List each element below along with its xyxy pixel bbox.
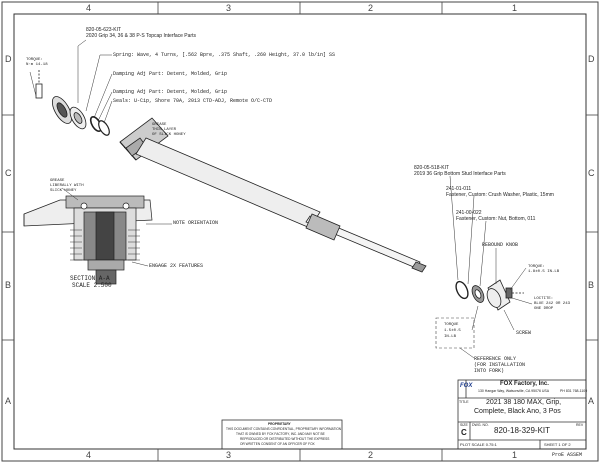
- loctite-label: LOCTITE:: [534, 297, 554, 301]
- proprietary-line-2: THAT IS OWNED BY FOX FACTORY, INC. AND M…: [236, 432, 325, 436]
- zone-col-2-top: 2: [368, 3, 374, 13]
- loctite-spec: BLUE 242 OR 243: [534, 302, 571, 306]
- zone-col-1-top: 1: [512, 3, 518, 13]
- reference-line-1: REFERENCE ONLY: [474, 356, 517, 362]
- dwg-no-label: DWG. NO.: [472, 423, 489, 427]
- washer-desc: Fastener, Custom: Crush Washer, Plastic,…: [446, 192, 554, 198]
- loctite-amount: ONE DROP: [534, 307, 554, 311]
- zone-col-1-bottom: 1: [512, 450, 518, 460]
- zone-col-2-bottom: 2: [368, 450, 374, 460]
- grease-top-1: GREASE: [152, 123, 167, 127]
- zone-col-4-bottom: 4: [86, 450, 92, 460]
- plot-scale: PLOT SCALE 0.75:1: [460, 442, 497, 447]
- grease-left-2: LIBERALLY WITH: [50, 184, 84, 188]
- note-orientation-callout: NOTE ORIENTAION: [173, 220, 219, 226]
- nut-desc: Fastener, Custom: Nut, Bottom, 011: [456, 216, 536, 222]
- bottom-kit-desc: 2019 36 Grip Bottom Stud Interface Parts: [414, 171, 506, 177]
- topcap-kit-number: 820-05-623-KIT: [86, 27, 122, 33]
- bottom-kit-number: 820-05-518-KIT: [414, 165, 450, 171]
- nut-part-number: 241-00-022: [456, 210, 482, 216]
- torque-right-value: 1.8±0.5 IN-LB: [528, 270, 560, 274]
- reference-line-2: (FOR INSTALLATION: [474, 362, 526, 368]
- zone-row-d-right: D: [588, 54, 595, 64]
- zone-row-c-left: C: [5, 168, 12, 178]
- proprietary-line-3: REPRODUCED OR DISTRIBUTED WITHOUT THE EX…: [240, 437, 330, 441]
- grease-top-2: THIN LAYER: [152, 128, 177, 132]
- proprietary-line-1: THIS DOCUMENT CONTAINS CONFIDENTIAL, PRO…: [226, 427, 342, 431]
- torque-top-label: TORQUE:: [26, 58, 43, 62]
- torque-bottom-unit: IN-LB: [444, 335, 457, 339]
- rebound-knob-callout: REBOUND KNOB: [482, 242, 519, 248]
- washer-part-number: 241-01-011: [446, 186, 472, 192]
- grease-left-1: GREASE: [50, 179, 65, 183]
- zone-row-a-left: A: [5, 396, 12, 406]
- grease-top-3: OF SLICK HONEY: [152, 133, 186, 137]
- screw-callout: SCREW: [516, 330, 532, 336]
- engage-callout: ENGAGE 2X FEATURES: [149, 263, 204, 269]
- size-value: C: [461, 428, 467, 437]
- damping-adj-1-callout: Damping Adj Part: Detent, Molded, Grip: [113, 71, 228, 77]
- grease-left-3: SLICK HONEY: [50, 189, 77, 193]
- drawing-number: 820-18-329-KIT: [494, 426, 551, 435]
- torque-bottom-value: 1.5±0.5: [444, 329, 461, 333]
- company-phone: PH 831 768-1100: [560, 389, 588, 393]
- company-address: 130 Hangar Way, Watsonville, CA 95076 US…: [478, 389, 550, 393]
- topcap-kit-desc: 2020 Grip 34, 36 & 38 P-S Topcap Interfa…: [86, 33, 196, 39]
- zone-col-3-bottom: 3: [226, 450, 232, 460]
- zone-row-b-left: B: [5, 280, 12, 290]
- fox-logo: FOX: [460, 383, 473, 389]
- size-label: SIZE: [460, 423, 468, 427]
- section-title: SECTION A-A: [70, 275, 110, 282]
- title-line-1: 2021 38 180 MAX, Grip,: [486, 399, 562, 406]
- zone-row-b-right: B: [588, 280, 595, 290]
- torque-right-label: TORQUE:: [528, 265, 545, 269]
- company-name: FOX Factory, Inc.: [500, 381, 549, 387]
- torque-bottom-label: TORQUE: [444, 323, 459, 327]
- zone-row-a-right: A: [588, 396, 595, 406]
- damping-adj-2-callout: Damping Adj Part: Detent, Molded, Grip: [113, 89, 228, 95]
- title-line-2: Complete, Black Ano, 3 Pos: [474, 408, 561, 415]
- proprietary-title: PROPRIETARY: [268, 422, 291, 426]
- section-scale: SCALE 2.500: [72, 282, 112, 289]
- torque-top-value: N·m 14-18: [26, 63, 48, 67]
- reference-line-3: INTO FORK): [474, 368, 505, 374]
- zone-col-4-top: 4: [86, 3, 92, 13]
- rev-label: REV: [576, 423, 584, 427]
- proprietary-line-4: OR WRITTEN CONSENT OF AN OFFICER OF FOX: [240, 442, 315, 446]
- sheet-number: SHEET 1 OF 2: [544, 442, 571, 447]
- title-label: TITLE: [459, 400, 469, 404]
- zone-col-3-top: 3: [226, 3, 232, 13]
- spring-callout: Spring: Wave, 4 Turns, [.562 Bpre, .375 …: [113, 52, 336, 58]
- zone-row-c-right: C: [588, 168, 595, 178]
- seals-callout: Seals: U-Cip, Shore 70A, 2013 CTD-ADJ, R…: [113, 98, 273, 104]
- proe-assem-footer: ProE ASSEM: [552, 452, 583, 458]
- zone-row-d-left: D: [5, 54, 12, 64]
